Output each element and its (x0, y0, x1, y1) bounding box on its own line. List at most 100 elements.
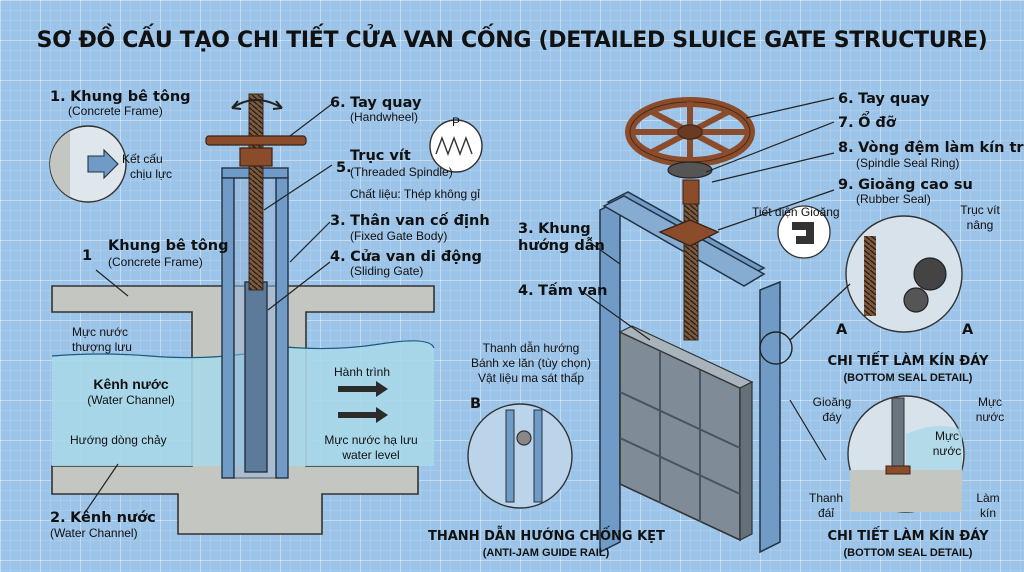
label-plate-num: 4. (518, 283, 534, 299)
label-spindle-material: Chất liệu: Thép không gỉ (350, 187, 480, 201)
left-handwheel (205, 135, 307, 146)
right-seal-ring (667, 161, 713, 179)
bottom-seal-detail (847, 395, 965, 513)
label-frame-top-num: 1. (50, 89, 66, 105)
label-seal-ring-title: Vòng đệm làm kín trục (858, 140, 1024, 156)
bottom-seal-1-sub: (BOTTOM SEAL DETAIL) (843, 372, 973, 384)
label-channel-bottom-num: 2. (50, 510, 66, 526)
label-travel: Hành trình (334, 365, 391, 379)
label-water-1-line2: nước (975, 410, 1005, 424)
label-low-friction: Vật liệu ma sát thấp (477, 371, 585, 385)
label-spindle-sub: (Threaded Spindle) (350, 165, 453, 179)
label-fixed-body-title: Thân van cố định (350, 213, 490, 229)
label-spindle-num: 5. (336, 160, 352, 176)
label-plate: 4. Tấm van (518, 282, 607, 300)
label-upstream-1: Mực nước (72, 325, 128, 339)
bottom-seal-2-title: CHI TIẾT LÀM KÍN ĐÁY (827, 529, 989, 544)
marker-a-right: A (962, 322, 974, 338)
label-channel-sub: (Water Channel) (87, 393, 175, 407)
label-lift-spindle-2: nâng (966, 218, 994, 232)
label-frame-mid-sub: (Concrete Frame) (108, 255, 203, 269)
label-downstream-2: water level (342, 448, 400, 462)
label-sealing-2: kín (979, 506, 996, 520)
label-lift-spindle-1: Trục vít (960, 203, 1000, 217)
label-channel-bottom-sub: (Water Channel) (50, 526, 138, 540)
label-water-2-line2: nước (932, 444, 962, 458)
label-frame-top-title: Khung bê tông (70, 89, 191, 105)
label-handwheel-left: 6. Tay quay (330, 94, 421, 112)
label-handwheel-right-title: Tay quay (858, 91, 930, 107)
label-roller: Bánh xe lăn (tùy chọn) (470, 356, 592, 370)
label-gasket-bottom-2: đáy (822, 410, 842, 424)
marker-b: B (470, 396, 482, 412)
label-spindle-title: Trục vít (350, 148, 411, 164)
label-sliding-gate-num: 4. (330, 249, 346, 265)
right-bearing-block (682, 179, 700, 205)
rotation-arrow (231, 99, 283, 110)
detail-callout-circle (759, 331, 793, 365)
label-sliding-gate-sub: (Sliding Gate) (350, 264, 424, 278)
label-flow: Hướng dòng chảy (70, 433, 167, 447)
label-bearing-num: 7. (838, 115, 854, 131)
right-gate-plate (618, 325, 754, 542)
label-bearing: 7. Ổ đỡ (838, 114, 896, 132)
label-fixed-body-sub: (Fixed Gate Body) (350, 229, 448, 243)
thread-pitch-label: P (452, 115, 461, 129)
inset-caption-1: Kết cấu (122, 152, 163, 166)
label-channel-bottom: 2. Kênh nước (50, 509, 156, 527)
label-frame-mid-num: 1 (82, 248, 93, 264)
label-sliding-gate-title: Cửa van di động (350, 249, 482, 265)
label-gasket-section: Tiết diện Gioăng (752, 205, 840, 219)
bottom-seal-1-title: CHI TIẾT LÀM KÍN ĐÁY (827, 354, 989, 369)
label-bottom-bar-2: đáỉ (817, 506, 834, 520)
flow-arrows (338, 381, 388, 423)
label-guide-frame-num: 3. (518, 221, 534, 237)
thread-inset (429, 119, 483, 173)
label-channel-title: Kênh nước (93, 376, 169, 392)
label-handwheel-left-sub: (Handwheel) (350, 110, 419, 124)
label-rubber-seal-title: Gioăng cao su (858, 177, 973, 193)
label-guide-frame: 3. Khung (518, 220, 591, 238)
left-leader-lines (83, 103, 333, 515)
label-fixed-body-num: 3. (330, 213, 346, 229)
lift-detail (845, 215, 963, 333)
diagram-title: SƠ ĐỒ CẤU TẠO CHI TIẾT CỬA VAN CỐNG (DET… (36, 28, 988, 53)
right-leader-lines (579, 97, 851, 461)
label-channel-bottom-title: Kênh nước (70, 510, 156, 526)
guide-rail-detail (467, 403, 573, 509)
downstream-water (275, 340, 435, 466)
label-frame-top-sub: (Concrete Frame) (68, 104, 163, 118)
label-bottom-bar-1: Thanh (808, 491, 844, 505)
right-handwheel (625, 97, 755, 167)
label-downstream-1: Mực nước hạ lưu (324, 433, 418, 447)
label-plate-title: Tấm van (538, 283, 608, 299)
label-guide-frame-line1: Khung (538, 221, 591, 237)
label-gasket-bottom-1: Gioăng (812, 395, 852, 409)
label-bearing-title: Ổ đỡ (858, 115, 896, 131)
label-water-1-line1: Mực (977, 395, 1003, 409)
inset-caption-2: chịu lực (130, 167, 173, 181)
label-handwheel-right-num: 6. (838, 91, 854, 107)
label-sealing-1: Làm (976, 491, 1000, 505)
label-seal-ring-sub: (Spindle Seal Ring) (856, 156, 960, 170)
label-seal-ring: 8. Vòng đệm làm kín trục (838, 139, 1024, 157)
label-rubber-seal: 9. Gioăng cao su (838, 176, 973, 194)
label-guide-frame-line2: hướng dẫn (518, 238, 605, 254)
label-handwheel-left-title: Tay quay (350, 95, 422, 111)
left-sliding-gate (244, 281, 268, 473)
label-frame-mid-title: Khung bê tông (108, 238, 229, 254)
left-bearing-block (239, 147, 273, 167)
label-handwheel-right: 6. Tay quay (838, 90, 929, 108)
anti-jam-title: THANH DẪN HƯỚNG CHỐNG KẸT (428, 529, 665, 544)
bottom-seal-2-sub: (BOTTOM SEAL DETAIL) (843, 547, 973, 559)
label-guide-rail: Thanh dẫn hướng (482, 341, 580, 355)
label-rubber-seal-sub: (Rubber Seal) (856, 192, 931, 206)
label-frame-top: 1. Khung bê tông (50, 88, 191, 106)
label-upstream-2: thượng lưu (72, 340, 132, 354)
label-water-2-line1: Mực (934, 429, 960, 443)
concrete-inset (49, 125, 127, 203)
marker-a-left: A (836, 322, 848, 338)
label-rubber-seal-num: 9. (838, 177, 854, 193)
label-sliding-gate: 4. Cửa van di động (330, 248, 482, 266)
